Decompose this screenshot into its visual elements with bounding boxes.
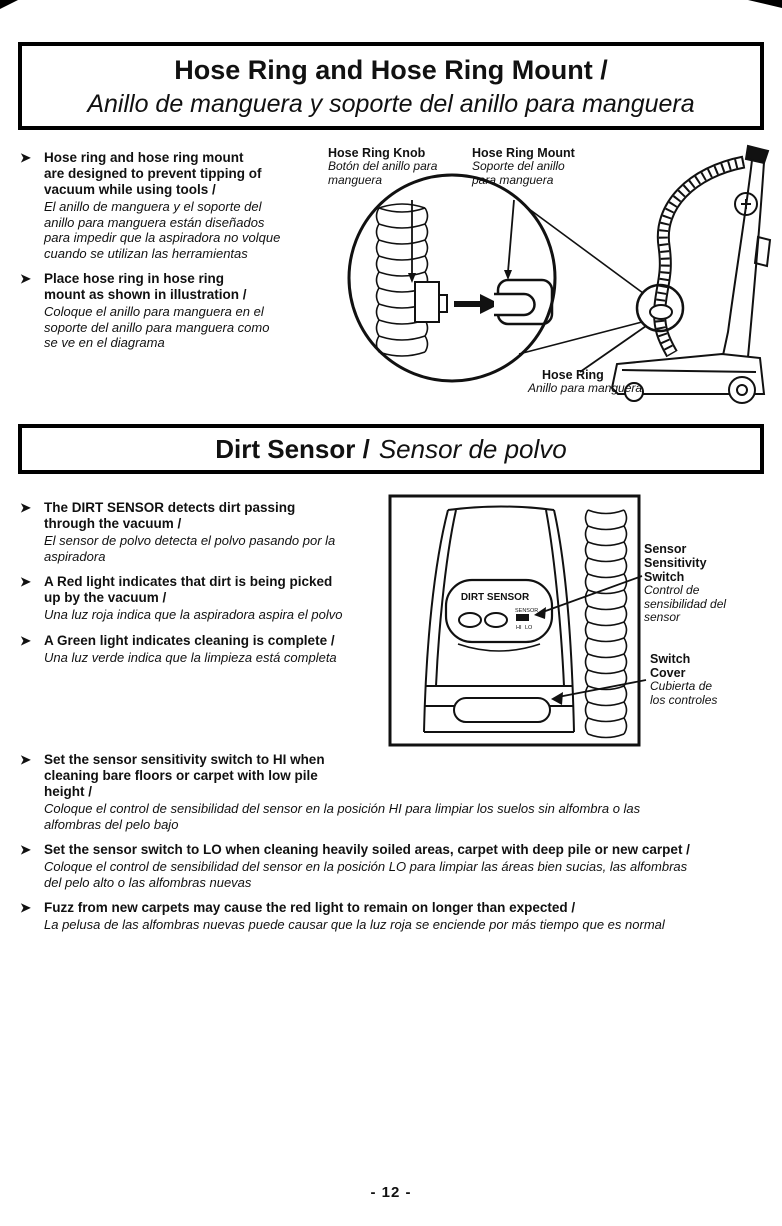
- bullet-text: Hose ring and hose ring mount are design…: [44, 150, 324, 261]
- corrugated-hose-icon: [375, 203, 429, 357]
- bullet-arrow-icon: ➤: [20, 752, 31, 767]
- scan-artifact: [748, 0, 782, 8]
- bullet-arrow-icon: ➤: [20, 574, 31, 589]
- hose-ring-mount-label-es: Soporte del anillo para manguera: [472, 159, 565, 187]
- dirt-section-bullets-wide: ➤ Set the sensor sensitivity switch to H…: [20, 752, 768, 943]
- bullet-text-es: Una luz roja indica que la aspiradora as…: [44, 607, 343, 622]
- hose-section-title-box: Hose Ring and Hose Ring Mount / Anillo d…: [18, 42, 764, 130]
- hose-ring-knob-icon: [414, 281, 448, 323]
- sensor-sensitivity-switch-label: Sensor Sensitivity Switch Control de sen…: [644, 542, 740, 625]
- hose-ring-knob-label-es: Botón del anillo para manguera: [328, 159, 438, 187]
- hose-ring-label-en: Hose Ring: [542, 368, 604, 382]
- bullet-text-es: La pelusa de las alfombras nuevas puede …: [44, 917, 665, 932]
- hose-section-title-es: Anillo de manguera y soporte del anillo …: [87, 90, 695, 118]
- bullet-arrow-icon: ➤: [20, 632, 31, 648]
- callout-cone-lines: [518, 205, 644, 355]
- bullet-arrow-icon: ➤: [20, 500, 31, 515]
- hose-section-title-en: Hose Ring and Hose Ring Mount /: [174, 55, 608, 85]
- bullet-text-es: Coloque el control de sensibilidad del s…: [44, 801, 641, 832]
- dirt-section-title-box: Dirt Sensor / Sensor de polvo: [18, 424, 764, 474]
- dirt-sensor-figure: DIRT SENSOR SENSOR HI LO: [388, 494, 780, 752]
- bullet-arrow-icon: ➤: [20, 271, 31, 286]
- green-light-icon: [484, 612, 508, 628]
- vacuum-illustration: [610, 144, 772, 404]
- bullet-text-en: Hose ring and hose ring mount are design…: [44, 150, 262, 197]
- red-light-icon: [458, 612, 482, 628]
- svg-text:SENSOR: SENSOR: [515, 608, 538, 614]
- bullet-text-en: A Red light indicates that dirt is being…: [44, 574, 333, 605]
- hose-ring-callout-circle: [635, 283, 685, 333]
- bullet-text-es: El sensor de polvo detecta el polvo pasa…: [44, 533, 336, 564]
- scan-artifact: [0, 0, 18, 9]
- vacuum-hose-icon: [649, 155, 746, 358]
- list-item: ➤ The DIRT SENSOR detects dirt passing t…: [20, 500, 402, 564]
- sensor-sensitivity-switch-label-es: Control de sensibilidad del sensor: [644, 583, 727, 624]
- dirt-section-bullets: ➤ The DIRT SENSOR detects dirt passing t…: [20, 500, 402, 675]
- sensitivity-switch-icon: SENSOR HI LO: [515, 608, 538, 631]
- hose-ring-knob-label: Hose Ring Knob Botón del anillo para man…: [328, 146, 448, 187]
- dirt-sensor-panel-label: DIRT SENSOR: [461, 592, 530, 603]
- svg-text:LO: LO: [525, 625, 533, 631]
- leader-lines: [534, 575, 647, 705]
- switch-cover-icon: [453, 697, 551, 723]
- list-item: ➤ Hose ring and hose ring mount are desi…: [20, 150, 324, 261]
- bullet-text-en: Place hose ring in hose ring mount as sh…: [44, 271, 247, 302]
- list-item: ➤ A Green light indicates cleaning is co…: [20, 633, 402, 666]
- bullet-text-es: El anillo de manguera y el soporte del a…: [44, 199, 281, 261]
- dirt-section-title-es: Sensor de polvo: [378, 434, 567, 464]
- bullet-arrow-icon: ➤: [20, 150, 31, 165]
- bullet-text: The DIRT SENSOR detects dirt passing thr…: [44, 500, 402, 564]
- list-item: ➤ Fuzz from new carpets may cause the re…: [20, 900, 768, 933]
- bullet-text-es: Coloque el anillo para manguera en el so…: [44, 304, 270, 350]
- hose-ring-label: Hose Ring Anillo para manguera: [528, 368, 660, 396]
- bullet-text-en: Fuzz from new carpets may cause the red …: [44, 900, 576, 915]
- page-number: - 12 -: [370, 1184, 412, 1201]
- bullet-text: A Green light indicates cleaning is comp…: [44, 633, 402, 666]
- hose-ring-illustration: [347, 144, 772, 404]
- hose-section-bullets: ➤ Hose ring and hose ring mount are desi…: [20, 150, 324, 361]
- bullet-text-es: Una luz verde indica que la limpieza est…: [44, 649, 337, 665]
- bullet-text-en: Set the sensor switch to LO when cleanin…: [44, 842, 690, 857]
- bullet-text: A Red light indicates that dirt is being…: [44, 574, 402, 623]
- hose-ring-mount-icon: [494, 278, 554, 326]
- list-item: ➤ Set the sensor switch to LO when clean…: [20, 842, 768, 890]
- dirt-section-title-en: Dirt Sensor /: [215, 434, 370, 464]
- bullet-text-en: The DIRT SENSOR detects dirt passing thr…: [44, 500, 296, 531]
- bullet-text-en: A Green light indicates cleaning is comp…: [44, 632, 335, 648]
- hose-ring-label-es: Anillo para manguera: [528, 381, 643, 395]
- sensor-sensitivity-switch-label-en: Sensor Sensitivity Switch: [644, 542, 707, 584]
- hose-ring-knob-label-en: Hose Ring Knob: [328, 146, 426, 160]
- bullet-arrow-icon: ➤: [20, 842, 31, 857]
- list-item: ➤ A Red light indicates that dirt is bei…: [20, 574, 402, 623]
- bullet-text: Set the sensor switch to LO when cleanin…: [44, 842, 768, 890]
- switch-cover-label-es: Cubierta de los controles: [650, 679, 718, 707]
- hose-ring-figure: Hose Ring Knob Botón del anillo para man…: [312, 142, 778, 410]
- bullet-text: Set the sensor sensitivity switch to HI …: [44, 752, 768, 832]
- bullet-text: Fuzz from new carpets may cause the red …: [44, 900, 768, 933]
- bullet-arrow-icon: ➤: [20, 900, 31, 915]
- bullet-text-en: Set the sensor sensitivity switch to HI …: [44, 752, 325, 799]
- switch-cover-label-en: Switch Cover: [650, 652, 691, 680]
- svg-text:HI: HI: [516, 625, 522, 631]
- arrow-right-icon: [454, 294, 500, 314]
- dirt-sensor-panel: DIRT SENSOR SENSOR HI LO: [444, 578, 554, 652]
- leader-lines: [408, 199, 647, 373]
- dirt-sensor-illustration: DIRT SENSOR SENSOR HI LO: [388, 494, 647, 747]
- magnifier-circle: [347, 173, 557, 383]
- hose-ring-mount-label-en: Hose Ring Mount: [472, 146, 575, 160]
- switch-cover-label: Switch Cover Cubierta de los controles: [650, 652, 722, 707]
- bullet-text-es: Coloque el control de sensibilidad del s…: [44, 859, 688, 890]
- list-item: ➤ Set the sensor sensitivity switch to H…: [20, 752, 768, 832]
- list-item: ➤ Place hose ring in hose ring mount as …: [20, 271, 324, 351]
- corrugated-hose-icon: [584, 509, 628, 739]
- bullet-text: Place hose ring in hose ring mount as sh…: [44, 271, 324, 351]
- hose-ring-mount-label: Hose Ring Mount Soporte del anillo para …: [472, 146, 592, 187]
